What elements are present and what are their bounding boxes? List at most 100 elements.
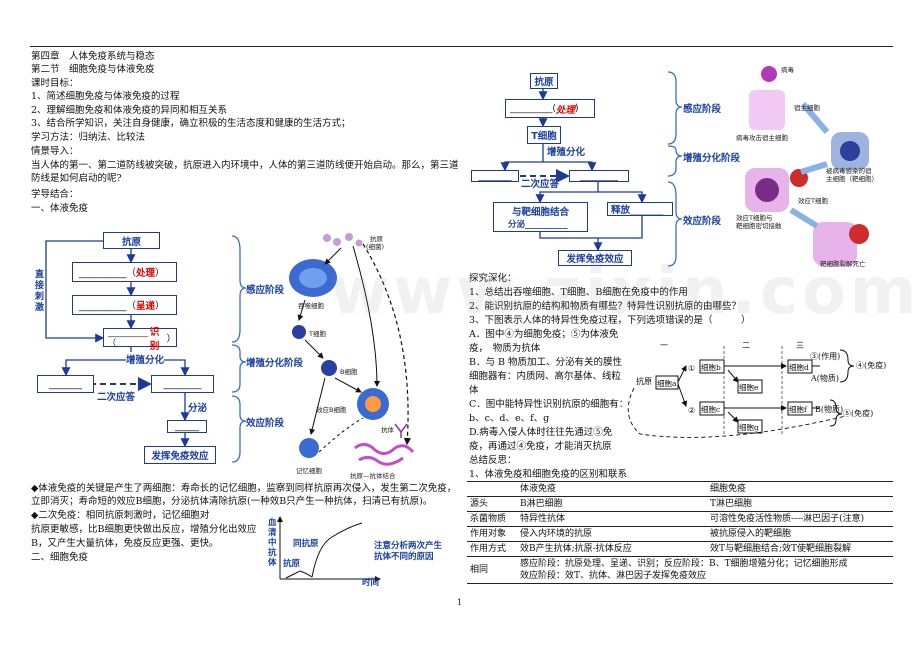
fig-cell-e: 细胞e xyxy=(739,383,759,392)
pic-memory-label: 记忆细胞 xyxy=(296,467,322,475)
table-row: 杀菌物质 特异性抗体 可溶性免疫活性物质----淋巴因子(注意) xyxy=(467,511,893,527)
antigen-antibody-complex-icon xyxy=(354,443,415,466)
bacteria-icon xyxy=(323,233,363,247)
cellular-stage-1: 感应阶段 xyxy=(683,104,722,115)
cellular-antigen-label: 抗原 xyxy=(534,77,554,88)
table-row: 作用对象 侵入内环境的抗原 被抗原侵入的靶细胞 xyxy=(467,526,893,542)
summary-title: 总结反思： xyxy=(469,455,517,466)
humoral-stage-2: 增殖分化阶段 xyxy=(246,358,304,369)
humoral-process-box: __________（处理） xyxy=(72,262,177,282)
cellular-process-fill: 处理 xyxy=(555,104,575,116)
humoral-antigen-box: 抗原 xyxy=(103,232,160,249)
same-line-2: 效应阶段：效T、抗体、淋巴因子发挥免疫效应 xyxy=(520,571,707,581)
antibody-response-graph xyxy=(277,516,381,582)
table-row: 作用方式 效B产生抗体;抗原-抗体反应 效T与靶细胞结合;效T使靶细胞裂解 xyxy=(467,541,893,557)
fig-n3: 三 xyxy=(796,341,804,350)
table-cell: 杀菌物质 xyxy=(467,511,517,527)
question-1: 1、总结出吞噬细胞、T细胞、B细胞在免疫中的作用 xyxy=(469,287,688,298)
table-cell: 源头 xyxy=(467,496,517,512)
fig-immune-4: ④(免疫) xyxy=(856,361,887,370)
recognize-fill: 识别 xyxy=(149,326,160,352)
table-cell: 侵入内环境的抗原 xyxy=(517,526,707,542)
option-d-2: 疫，再通过④免疫，才能消灭抗原 xyxy=(469,441,612,452)
fig-circle-2: ② xyxy=(688,406,696,415)
page-number: 1 xyxy=(457,598,463,607)
subheading-cellular: 二、细胞免疫 xyxy=(31,552,89,563)
b-cell-icon xyxy=(321,360,337,376)
fig-cell-g: 细胞g xyxy=(739,423,759,432)
table-cell: 可溶性免疫活性物质----淋巴因子(注意) xyxy=(707,511,893,527)
table-header: 体液免疫 xyxy=(517,481,707,497)
option-b-2: 细胞器有：内质网、高尔基体、线粒 xyxy=(469,371,622,382)
pic-complex-label: 抗原—抗体结合 xyxy=(350,472,396,480)
t-cell-box: T细胞 xyxy=(527,126,561,144)
memory-cell-blank-box: _______ xyxy=(37,375,94,393)
secondary-2: 抗原更敏感，比B细胞更快做出反应，增殖分化出效应 xyxy=(31,524,257,535)
goal-3: 3、结合所学知识，关注自身健康，确立积极的生活态度和健康的生活方式； xyxy=(31,118,351,129)
graph-note-2: 抗体不同的原因 xyxy=(374,552,434,562)
memory-t-blank-box: _______ xyxy=(471,170,519,182)
plasma-cell-blank-box: ________ xyxy=(151,375,214,393)
t-cell-label: T细胞 xyxy=(531,131,557,142)
pic-bacteria-label: (细菌) xyxy=(366,243,385,251)
pic-infected-label-2: 主细胞（靶细胞） xyxy=(826,175,878,183)
humoral-stage-3: 效应阶段 xyxy=(246,418,285,429)
humoral-cell-illustration xyxy=(289,233,415,466)
cellular-process-box: __________(处理) xyxy=(505,99,595,118)
table-cell: 作用对象 xyxy=(467,526,517,542)
present-close: ） xyxy=(155,301,165,312)
pic-macrophage-label: 吞噬细胞 xyxy=(298,302,324,310)
effector-t-blank-box: ________ xyxy=(569,170,629,182)
option-a-1: A．图中④为细胞免疫；⑤为体液免 xyxy=(469,329,619,340)
deep-title: 探究深化： xyxy=(469,273,517,284)
humoral-antigen-label: 抗原 xyxy=(121,236,141,248)
intro-line-1: 当人体的第一、第二道防线被突破，抗原进入内环境中，人体的第三道防线便开始启动。那… xyxy=(31,160,459,171)
pic-effT-contact-1: 效应T细胞与 xyxy=(736,214,773,222)
first-response-curve xyxy=(285,570,313,579)
secondary-1: ◆二次免疫：相同抗原刺激时，记忆细胞对 xyxy=(31,510,210,521)
humoral-effect-label: 发挥免疫效应 xyxy=(151,451,209,462)
process-fill: 处理 xyxy=(136,268,156,279)
present-blank: __________（ xyxy=(79,301,137,312)
fig-cell-b: 细胞b xyxy=(701,363,721,372)
fig-cell-a: 细胞a xyxy=(657,379,677,388)
watermark: www.zixin.com.cn xyxy=(330,255,920,329)
table-row: 源头 B淋巴细胞 T淋巴细胞 xyxy=(467,496,893,512)
process-blank: __________（ xyxy=(79,268,137,279)
cellular-stage-2: 增殖分化阶段 xyxy=(683,153,741,164)
section-title: 第二节 细胞免疫与体液免疫 xyxy=(31,64,155,75)
pic-infected-label-1: 被病毒感染的宿 xyxy=(826,167,872,175)
fig-cell-c: 细胞c xyxy=(701,405,721,414)
fig-immune-5: ⑤(免疫) xyxy=(843,409,874,418)
pic-antibody-label: 抗体 xyxy=(381,426,394,434)
table-cell: 作用方式 xyxy=(467,541,517,557)
intro-title: 情景导入： xyxy=(31,146,79,157)
table-header xyxy=(467,481,517,497)
table-cell: 效B产生抗体;抗原-抗体反应 xyxy=(517,541,707,557)
subheading-humoral: 一、体液免疫 xyxy=(31,203,89,214)
table-cell: 效T与靶细胞结合;效T使靶细胞裂解 xyxy=(707,541,893,557)
fig-substance-a: A(物质) xyxy=(811,374,840,383)
table-cell: 特异性抗体 xyxy=(517,511,707,527)
immune-process-figure xyxy=(627,346,855,438)
humoral-effect-box: 发挥免疫效应 xyxy=(144,446,216,464)
goals-title: 课时目标： xyxy=(31,78,79,89)
table-cell: B淋巴细胞 xyxy=(517,496,707,512)
methods: 学习方法：归纳法、比较法 xyxy=(31,132,146,143)
question-2: 2、能识别抗原的结构和物质有哪些？特异性识别抗原的由哪些？ xyxy=(469,301,742,312)
same-line-1: 感应阶段：抗原处理、呈递、识别；反应阶段：B、T细胞增殖分化；记忆细胞形成 xyxy=(520,559,848,569)
pic-lysis-label: 靶细胞裂解死亡 xyxy=(820,260,866,268)
secrete-label: 分泌 xyxy=(188,403,208,414)
recognize-close: ） xyxy=(166,333,176,345)
humoral-second-response-label: 二次应答 xyxy=(97,392,136,403)
cellular-stage-3: 效应阶段 xyxy=(683,216,722,227)
pic-t-cell-label: T细胞 xyxy=(309,330,326,338)
graph-same-antigen-label: 同抗原 xyxy=(293,539,319,549)
option-b-3: 体 xyxy=(469,385,479,396)
pic-b-cell-label: B细胞 xyxy=(340,368,358,376)
fig-cell-d: 细胞d xyxy=(789,363,809,372)
table-cell: T淋巴细胞 xyxy=(707,496,893,512)
intro-line-2: 防线是如何启动的呢? xyxy=(31,173,122,184)
memory-cell-icon xyxy=(299,438,319,458)
release-box: 释放_______ xyxy=(607,202,673,216)
